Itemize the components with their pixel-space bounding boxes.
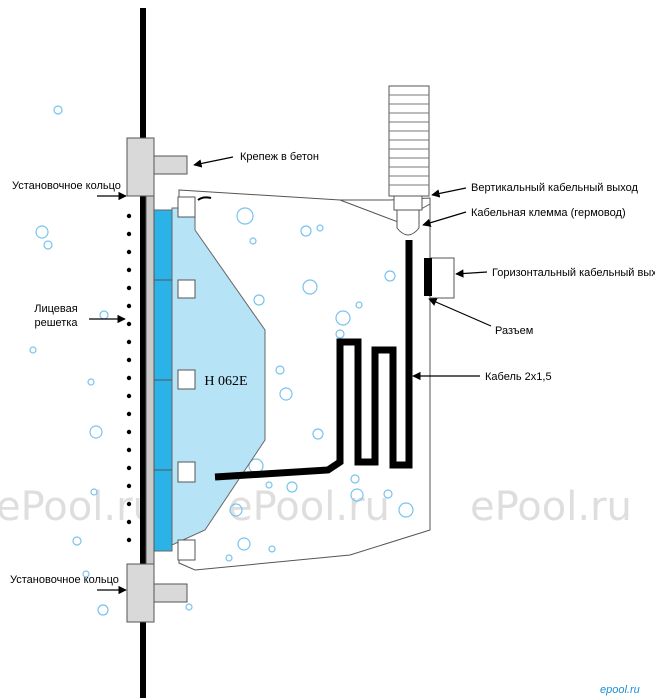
watermark: ePool.ru ePool.ru ePool.ru [0, 484, 632, 530]
mounting-ring-bottom [126, 563, 188, 623]
pool-wall [140, 8, 146, 698]
cable-terminal-gland [396, 209, 420, 236]
leader-arrows [89, 156, 492, 595]
horizontal-cable-outlet-box [429, 257, 455, 299]
label-horizontal-cable-outlet: Горизонтальный кабельный выход [492, 267, 655, 279]
watermark-right: ePool.ru [470, 484, 632, 530]
label-cable: Кабель 2х1,5 [485, 371, 552, 383]
corner-logo: epool.ru [600, 684, 640, 696]
vertical-cable-outlet [388, 85, 430, 211]
label-front-grille-line1: Лицевая [34, 303, 77, 315]
label-concrete-fixing: Крепеж в бетон [240, 151, 319, 163]
label-vertical-cable-outlet: Вертикальный кабельный выход [471, 182, 638, 194]
connector-block [424, 258, 432, 296]
mounting-ring-top [126, 137, 188, 197]
label-connector: Разъем [495, 325, 533, 337]
label-mounting-ring-bottom: Установочное кольцо [10, 574, 119, 586]
water-bubbles [29, 105, 414, 616]
clamps [177, 196, 212, 561]
front-grille-dots [126, 213, 132, 543]
lamp-housing [178, 189, 431, 571]
model-label: H 062E [204, 374, 247, 389]
watermark-center: ePool.ru [228, 484, 390, 530]
lens-frame [145, 195, 155, 565]
label-front-grille-line2: решетка [34, 317, 78, 329]
cable-path [214, 240, 413, 481]
label-cable-terminal: Кабельная клемма (гермовод) [471, 207, 626, 219]
watermark-left: ePool.ru [0, 484, 158, 530]
label-mounting-ring-top: Установочное кольцо [12, 180, 121, 192]
